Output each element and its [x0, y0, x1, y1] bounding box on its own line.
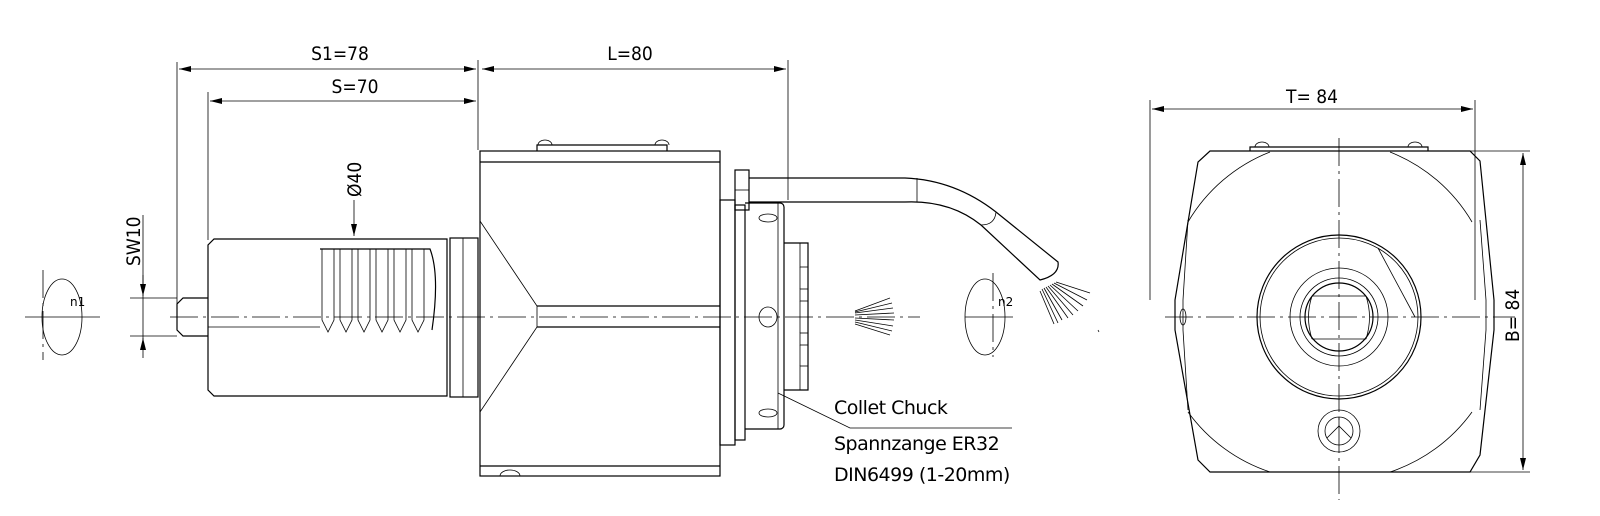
- dim-l-label: L=80: [607, 43, 653, 65]
- housing-front: [1165, 138, 1515, 500]
- housing-body: [479, 139, 721, 477]
- dim-sw-label: SW10: [123, 216, 145, 266]
- dim-s1-label: S1=78: [311, 43, 369, 65]
- rotation-symbol-n1: n1: [25, 270, 100, 360]
- label-line-3: DIN6499 (1-20mm): [834, 464, 1010, 486]
- dimension-b: B= 84: [1435, 150, 1530, 473]
- cutting-spray-icon: [854, 297, 895, 336]
- dim-t-label: T= 84: [1285, 86, 1338, 108]
- shank: [207, 237, 479, 398]
- dimension-diameter: Ø40: [344, 162, 366, 236]
- collet-chuck: [719, 199, 809, 446]
- dimension-t: T= 84: [1149, 86, 1476, 300]
- dimension-s1: S1=78: [176, 43, 479, 330]
- dim-s-label: S=70: [332, 76, 379, 98]
- front-view: T= 84 B= 84: [1149, 86, 1530, 500]
- dimension-sw: SW10: [123, 215, 177, 358]
- collet-chuck-callout: Collet Chuck Spannzange ER32 DIN6499 (1-…: [777, 392, 1012, 486]
- dimension-l: L=80: [482, 43, 789, 200]
- rotation-n1-label: n1: [70, 295, 85, 309]
- label-line-1: Collet Chuck: [834, 397, 948, 419]
- label-line-2: Spannzange ER32: [834, 433, 999, 455]
- dim-diameter-label: Ø40: [344, 162, 366, 197]
- dim-b-label: B= 84: [1502, 289, 1524, 342]
- dimension-s: S=70: [207, 76, 476, 240]
- rotation-n2-label: n2: [998, 295, 1013, 309]
- rotation-symbol-n2: n2: [964, 273, 1013, 357]
- coolant-spray-icon: [1039, 281, 1100, 333]
- coolant-pipe: [734, 169, 1100, 333]
- side-view: S1=78 S=70 L=80 Ø40 SW10: [25, 43, 1100, 486]
